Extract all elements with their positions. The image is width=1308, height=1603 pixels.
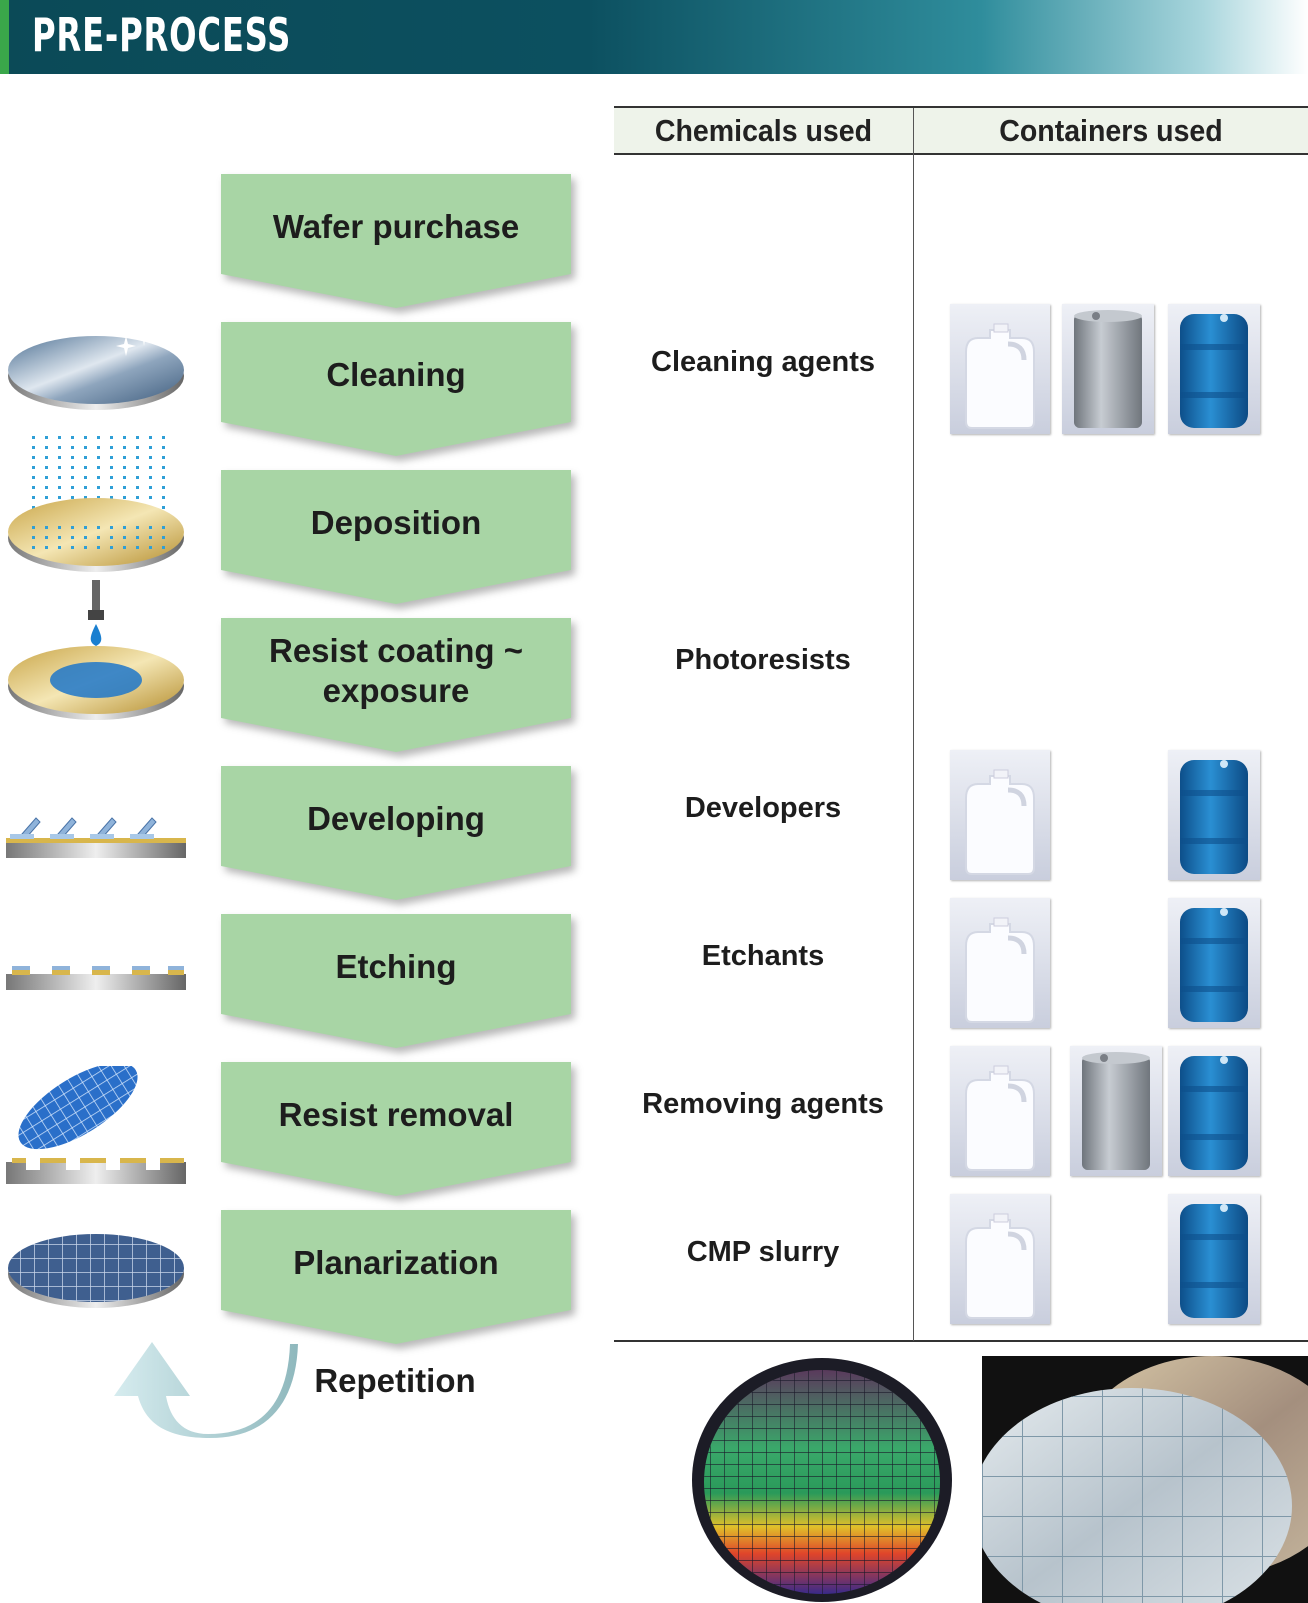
step-label: Resist removal: [278, 1096, 514, 1133]
wafer-deposition-illustration: [8, 436, 184, 572]
step-arrow-shape: [221, 1062, 571, 1196]
jerrycan-container-icon: [950, 304, 1050, 434]
metal-can-container-icon: [1062, 304, 1154, 434]
patterned-wafers-photo: [982, 1356, 1308, 1603]
header-banner: PRE-PROCESS: [0, 0, 1308, 74]
step-arrow-shape: [221, 322, 571, 456]
chemical-cleaning-agents: Cleaning agents: [651, 346, 875, 378]
wafer-planarization-illustration: [8, 1234, 184, 1308]
step-arrow-shape: [221, 470, 571, 604]
banner-accent-stripe: [0, 0, 9, 74]
table-header-background: [614, 108, 1308, 154]
rainbow-wafer-photo: [668, 1356, 972, 1603]
step-label: Planarization: [293, 1244, 499, 1281]
process-step-etching: Etching: [221, 914, 571, 1048]
page-title: PRE-PROCESS: [32, 8, 292, 62]
step-label: Cleaning: [326, 356, 466, 393]
jerrycan-container-icon: [950, 1046, 1050, 1176]
wafer-resist-removal-illustration: [6, 1066, 186, 1184]
blue-drum-container-icon: [1168, 750, 1260, 880]
step-label: Developing: [307, 800, 485, 837]
chemical-developers: Developers: [684, 792, 842, 824]
chemical-cmp-slurry: CMP slurry: [686, 1236, 840, 1268]
step-arrow-shape: [221, 914, 571, 1048]
step-label: Resist coating ~exposure: [269, 632, 523, 709]
chemical-etchants: Etchants: [701, 940, 825, 972]
process-step-planarization: Planarization: [221, 1210, 571, 1344]
blue-drum-container-icon: [1168, 1194, 1260, 1324]
repetition-arrow-icon: [114, 1342, 298, 1438]
chemical-photoresists: Photoresists: [675, 644, 851, 676]
process-step-resist-removal: Resist removal: [221, 1062, 571, 1196]
column-header-chemicals: Chemicals used: [654, 113, 873, 148]
blue-drum-container-icon: [1168, 898, 1260, 1028]
blue-drum-container-icon: [1168, 304, 1260, 434]
step-arrow-shape: [221, 1210, 571, 1344]
process-step-cleaning: Cleaning: [221, 322, 571, 456]
step-label: Etching: [335, 948, 457, 985]
chemical-removing-agents: Removing agents: [642, 1088, 884, 1120]
column-header-containers: Containers used: [999, 113, 1223, 148]
process-step-deposition: Deposition: [221, 470, 571, 604]
wafer-etching-illustration: [6, 966, 186, 990]
repetition-label: Repetition: [314, 1362, 476, 1399]
jerrycan-container-icon: [950, 898, 1050, 1028]
column-divider: [913, 108, 914, 1341]
process-step-resist-coating-exposure: Resist coating ~exposure: [221, 618, 571, 752]
step-arrow-shape: [221, 618, 571, 752]
table-top-rule: [614, 106, 1308, 108]
wafer-developing-illustration: [6, 817, 186, 858]
step-label: Wafer purchase: [272, 208, 520, 245]
metal-can-container-icon: [1070, 1046, 1162, 1176]
process-step-developing: Developing: [221, 766, 571, 900]
wafer-resist-coating-illustration: [8, 580, 184, 720]
step-arrow-shape: [221, 766, 571, 900]
jerrycan-container-icon: [950, 750, 1050, 880]
step-label: Deposition: [310, 504, 482, 541]
table-header-rule: [614, 153, 1308, 155]
blue-drum-container-icon: [1168, 1046, 1260, 1176]
wafer-clean-illustration: [8, 332, 184, 410]
step-arrow-shape: [221, 174, 571, 308]
jerrycan-container-icon: [950, 1194, 1050, 1324]
process-step-wafer-purchase: Wafer purchase: [221, 174, 571, 308]
table-bottom-rule: [614, 1340, 1308, 1342]
